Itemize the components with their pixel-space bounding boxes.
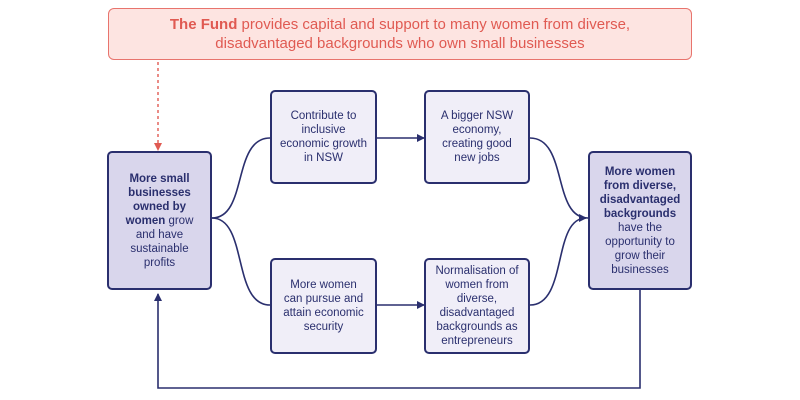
bottom-mid-box-economic-security: More women can pursue and attain economi… xyxy=(270,258,377,354)
right-box-bold: More women from diverse, disadvantaged b… xyxy=(599,165,681,220)
top-right-box-bigger-economy: A bigger NSW economy, creating good new … xyxy=(424,90,530,184)
bottom-right-box-normalisation: Normalisation of women from diverse, dis… xyxy=(424,258,530,354)
feedback-loop-arrow xyxy=(154,290,641,389)
right-box-rest: have the opportunity to grow their busin… xyxy=(605,221,675,276)
top-mid-box-text: Contribute to inclusive economic growth … xyxy=(280,110,367,164)
left-box-rest: grow and have sustainable profits xyxy=(130,214,194,269)
top-mid-box-inclusive-growth: Contribute to inclusive economic growth … xyxy=(270,90,377,184)
bottom-mid-box-text: More women can pursue and attain economi… xyxy=(283,279,364,333)
banner-strong: The Fund xyxy=(169,16,238,33)
top-right-box-text: A bigger NSW economy, creating good new … xyxy=(440,110,514,164)
bottom-right-to-right-curve xyxy=(529,214,587,306)
fund-banner: The Fund provides capital and support to… xyxy=(108,8,692,60)
banner-rest: provides capital and support to many wom… xyxy=(215,16,631,52)
left-to-top-mid-curve xyxy=(211,137,271,219)
right-box-opportunity: More women from diverse, disadvantaged b… xyxy=(588,151,692,290)
bottom-right-box-text: Normalisation of women from diverse, dis… xyxy=(435,265,519,347)
top-right-to-right-curve xyxy=(529,137,589,219)
left-box-bold: More small businesses owned by women xyxy=(125,172,191,227)
banner-text: The Fund provides capital and support to… xyxy=(129,15,671,53)
left-box-small-businesses: More small businesses owned by women gro… xyxy=(107,151,212,290)
left-to-bottom-mid-curve xyxy=(211,217,271,306)
